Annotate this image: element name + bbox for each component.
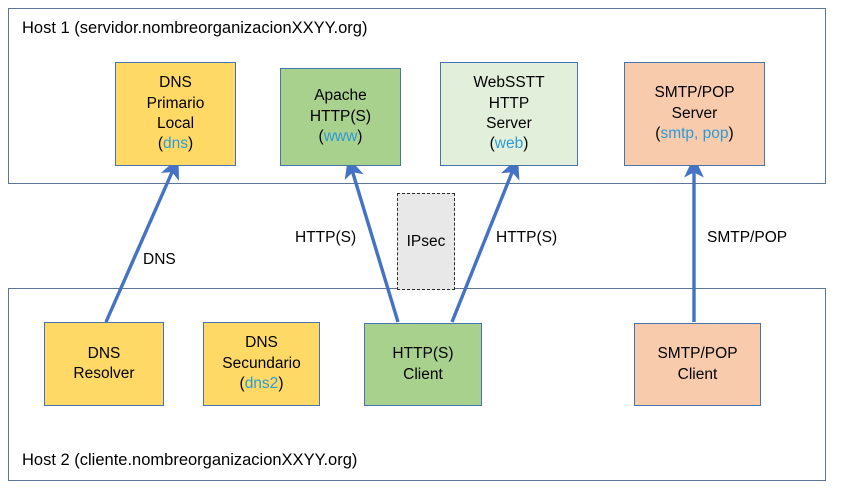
edge-label-dns: DNS [143,251,176,268]
node-websstt-http-server[interactable]: WebSSTT HTTP Server (web) [440,62,578,166]
service-name: www [323,128,358,146]
host1-frame [8,8,826,184]
paren-close: ) [523,135,529,153]
ipsec-tunnel-box: IPsec [397,193,455,290]
node-line: Client [677,365,718,383]
node-line: Resolver [73,365,135,382]
service-name: smtp, pop [660,125,729,143]
node-smtp-pop-server[interactable]: SMTP/POP Server (smtp, pop) [624,62,765,166]
node-line: Local [156,115,195,132]
node-line: Apache [314,87,367,105]
paren-open: ( [489,135,495,153]
node-line: HTTP [488,94,530,112]
node-service-line: (smtp, pop) [655,124,733,144]
paren-close: ) [728,125,734,143]
edge-label-smtp-pop: SMTP/POP [707,229,788,246]
node-line: Server [671,104,718,122]
paren-open: ( [655,125,661,143]
ipsec-label: IPsec [406,232,446,250]
node-line: SMTP/POP [657,345,738,363]
paren-open: ( [157,135,163,153]
node-line: WebSSTT [473,74,545,92]
node-dns-primario-local[interactable]: DNS Primario Local (dns) [115,62,236,166]
paren-close: ) [188,135,194,153]
node-line: DNS [87,344,121,362]
service-name: web [494,135,524,153]
node-service-line: (www) [319,127,363,147]
node-line: HTTP(S) [392,345,454,363]
node-dns-secundario[interactable]: DNS Secundario (dns2) [203,322,320,406]
node-line: Server [486,115,532,132]
paren-close: ) [278,375,284,393]
node-service-line: (web) [490,134,529,154]
node-line: Client [403,365,443,383]
edge-label-http-right: HTTP(S) [496,229,558,246]
node-line: Primario [146,94,205,112]
node-line: Secundario [222,354,301,372]
paren-open: ( [239,375,245,393]
service-name: dns2 [244,375,279,393]
edge-label-http-left: HTTP(S) [295,229,357,246]
host2-label: Host 2 (cliente.nombreorganizacionXXYY.o… [22,451,358,469]
node-http-client[interactable]: HTTP(S) Client [364,323,482,406]
node-service-line: (dns) [158,134,193,154]
host1-label: Host 1 (servidor.nombreorganizacionXXYY.… [22,19,368,37]
node-line: DNS [245,334,278,352]
node-dns-resolver[interactable]: DNS Resolver [44,322,164,406]
paren-open: ( [318,128,324,146]
service-name: dns [163,135,188,153]
node-line: DNS [159,74,192,92]
node-service-line: (dns2) [240,374,284,394]
node-line: HTTP(S) [309,107,372,125]
node-apache-http-server[interactable]: Apache HTTP(S) (www) [280,68,401,166]
node-line: SMTP/POP [654,84,735,102]
node-smtp-pop-client[interactable]: SMTP/POP Client [634,323,761,406]
paren-close: ) [357,128,363,146]
